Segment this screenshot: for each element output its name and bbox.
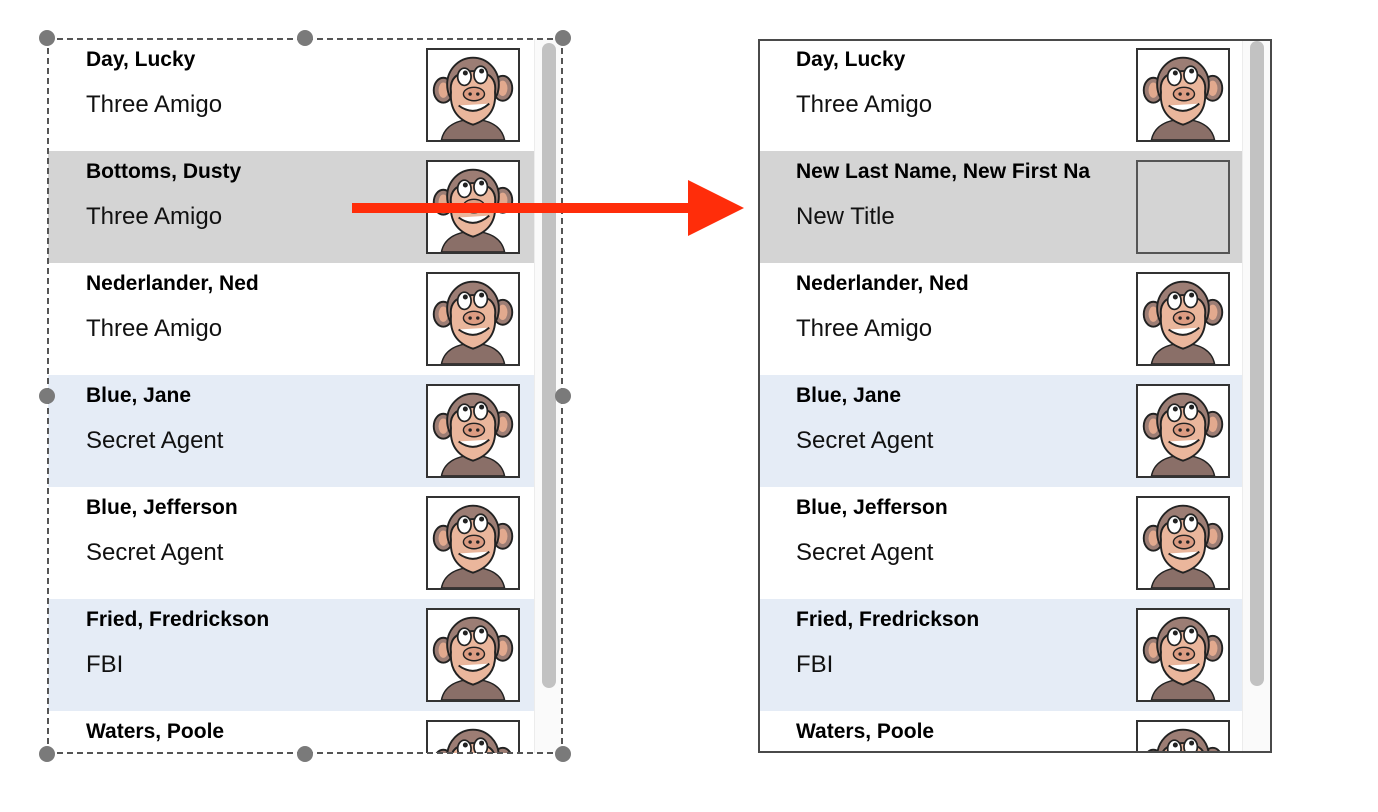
contact-name: Blue, Jefferson bbox=[86, 496, 238, 519]
contact-title: FBI bbox=[796, 651, 834, 678]
list-item-selected[interactable]: New Last Name, New First Na New Title bbox=[760, 151, 1244, 263]
monkey-avatar-icon bbox=[1136, 720, 1230, 751]
contact-title: Three Amigo bbox=[796, 315, 933, 342]
contact-title: Three Amigo bbox=[796, 91, 933, 118]
contact-title: FBI bbox=[86, 651, 124, 678]
resize-handle-top-icon[interactable] bbox=[297, 30, 313, 46]
monkey-avatar-icon bbox=[1136, 48, 1230, 142]
contact-title: New Title bbox=[796, 203, 895, 230]
monkey-avatar-icon bbox=[1136, 496, 1230, 590]
contact-name: Bottoms, Dusty bbox=[86, 160, 242, 183]
list-item[interactable]: Waters, Poole bbox=[48, 711, 534, 753]
scrollbar-thumb[interactable] bbox=[542, 43, 556, 688]
contact-name: Fried, Fredrickson bbox=[796, 608, 980, 631]
resize-handle-right-icon[interactable] bbox=[555, 388, 571, 404]
contact-name: Waters, Poole bbox=[86, 720, 225, 743]
contact-name: Waters, Poole bbox=[796, 720, 935, 743]
contact-name: Day, Lucky bbox=[796, 48, 906, 71]
resize-handle-bottom-right-icon[interactable] bbox=[555, 746, 571, 762]
photo-placeholder bbox=[1136, 160, 1230, 254]
resize-handle-bottom-icon[interactable] bbox=[297, 746, 313, 762]
contact-name: Blue, Jane bbox=[796, 384, 902, 407]
contact-name: Blue, Jefferson bbox=[796, 496, 948, 519]
contact-name: Day, Lucky bbox=[86, 48, 196, 71]
resize-handle-top-right-icon[interactable] bbox=[555, 30, 571, 46]
monkey-avatar-icon bbox=[426, 384, 520, 478]
vertical-scrollbar[interactable] bbox=[1242, 41, 1270, 751]
contact-name: Fried, Fredrickson bbox=[86, 608, 270, 631]
monkey-avatar-icon bbox=[426, 608, 520, 702]
resize-handle-top-left-icon[interactable] bbox=[39, 30, 55, 46]
scrollbar-thumb[interactable] bbox=[1250, 41, 1264, 686]
list-item[interactable]: Waters, Poole bbox=[760, 711, 1244, 751]
arrow-right-icon bbox=[352, 180, 744, 236]
contact-title: Secret Agent bbox=[796, 427, 934, 454]
monkey-avatar-icon bbox=[1136, 272, 1230, 366]
contact-name: Nederlander, Ned bbox=[86, 272, 259, 295]
contact-name: Nederlander, Ned bbox=[796, 272, 969, 295]
monkey-avatar-icon bbox=[426, 48, 520, 142]
monkey-avatar-icon bbox=[1136, 608, 1230, 702]
resize-handle-left-icon[interactable] bbox=[39, 388, 55, 404]
contact-title: Secret Agent bbox=[86, 539, 224, 566]
contact-name: New Last Name, New First Na bbox=[796, 160, 1091, 183]
resize-handle-bottom-left-icon[interactable] bbox=[39, 746, 55, 762]
monkey-avatar-icon bbox=[426, 720, 520, 753]
monkey-avatar-icon bbox=[426, 496, 520, 590]
monkey-avatar-icon bbox=[426, 272, 520, 366]
contact-title: Secret Agent bbox=[86, 427, 224, 454]
contact-title: Secret Agent bbox=[796, 539, 934, 566]
contact-title: Three Amigo bbox=[86, 91, 223, 118]
contact-title: Three Amigo bbox=[86, 315, 223, 342]
monkey-avatar-icon bbox=[1136, 384, 1230, 478]
contact-title: Three Amigo bbox=[86, 203, 223, 230]
contact-name: Blue, Jane bbox=[86, 384, 192, 407]
